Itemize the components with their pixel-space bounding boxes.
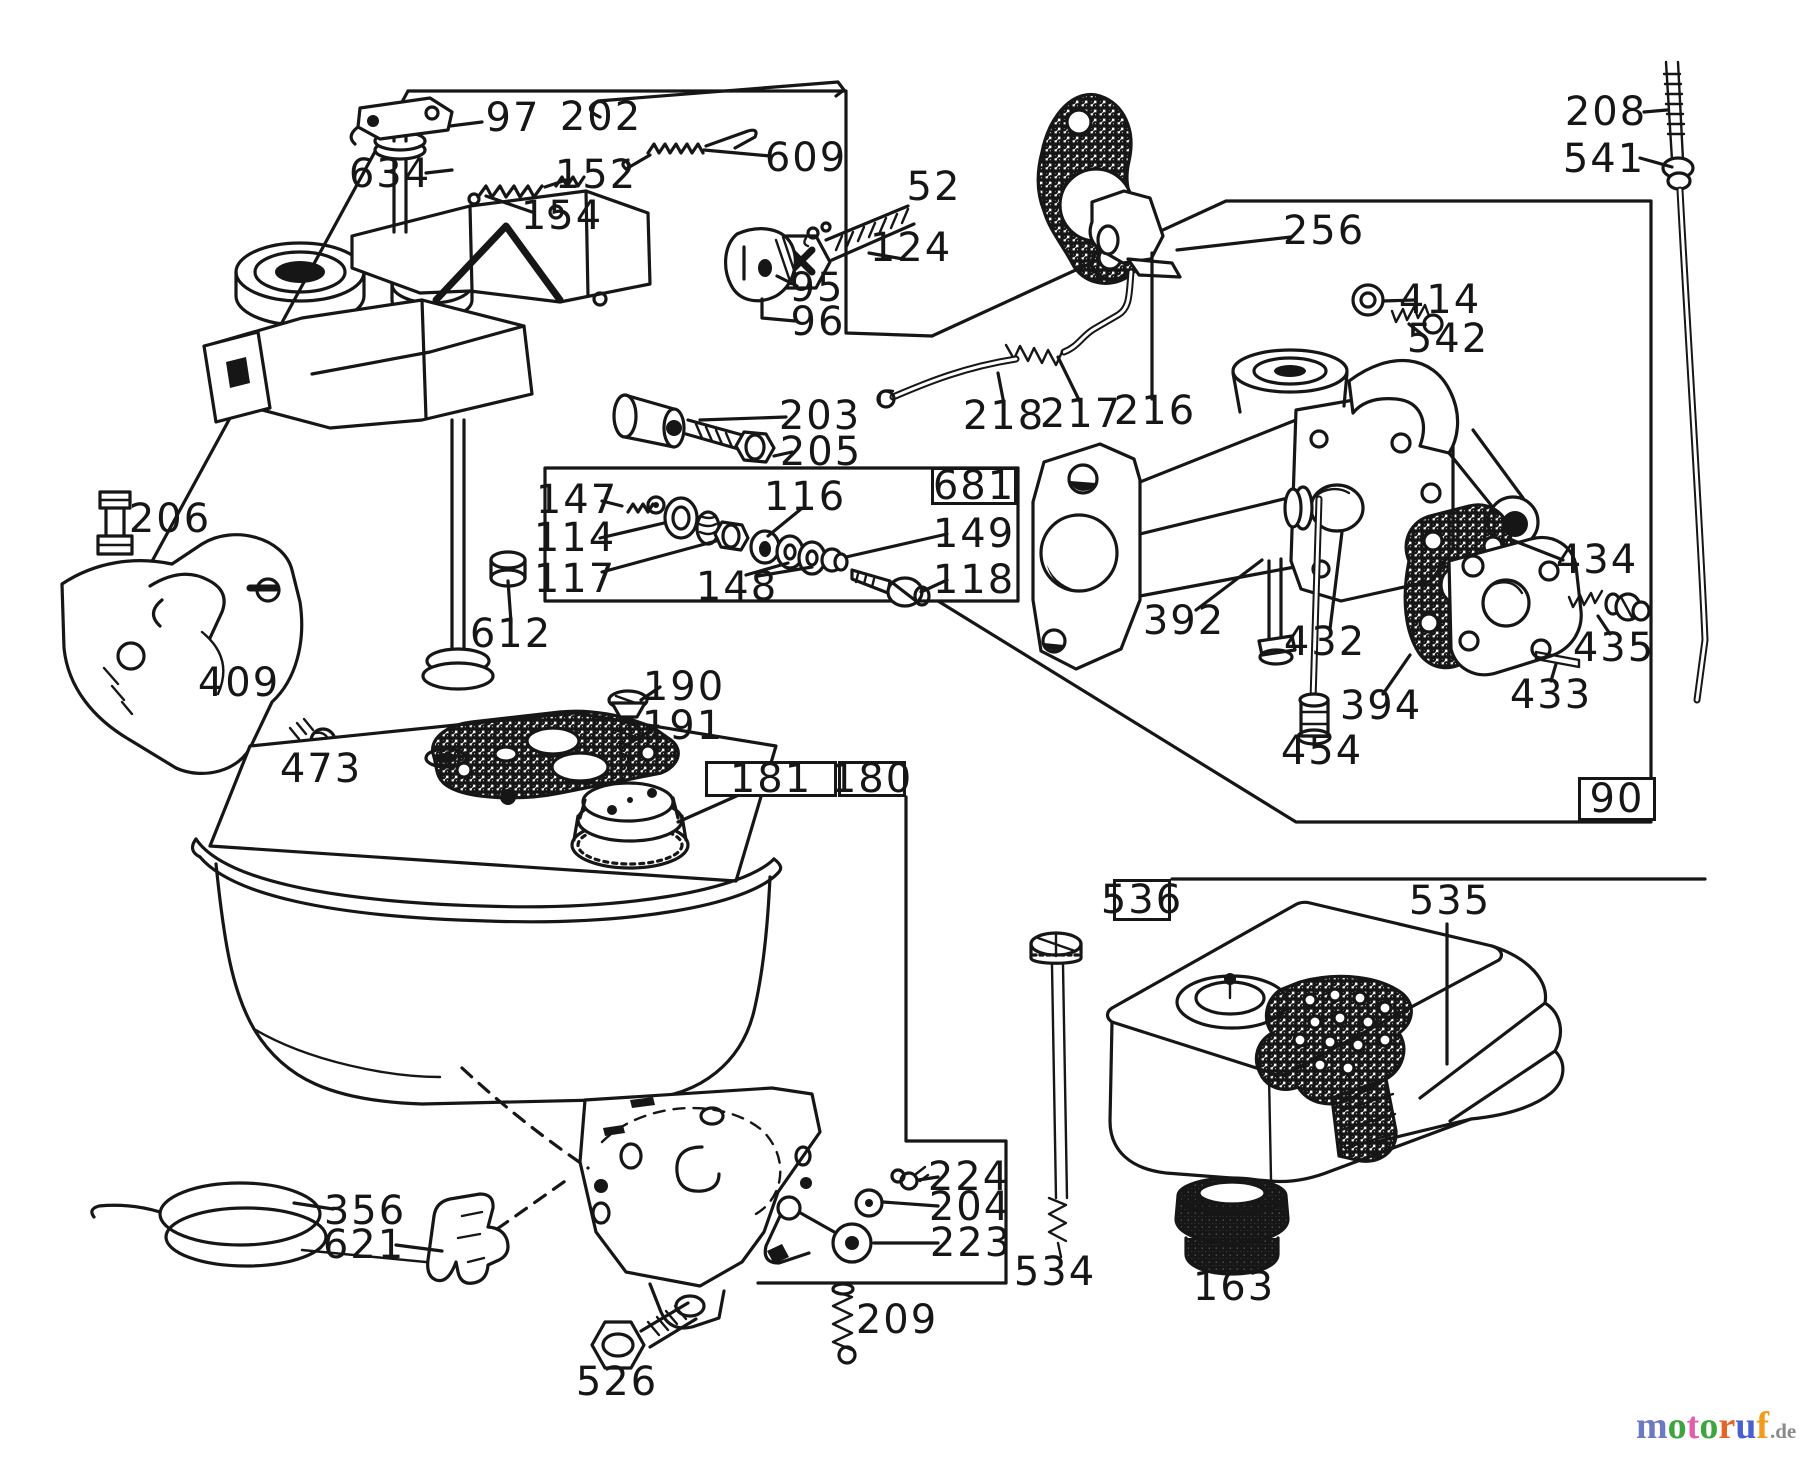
- spring-356-clip-621: [90, 1181, 510, 1285]
- part-label-526: 526: [575, 1359, 659, 1405]
- part-label-542: 542: [1406, 316, 1490, 362]
- part-label-224: 224: [927, 1154, 1011, 1200]
- part-label-435: 435: [1572, 625, 1656, 671]
- part-label-209: 209: [855, 1297, 939, 1343]
- part-label-434: 434: [1555, 537, 1639, 583]
- watermark-letter: o: [1667, 1405, 1687, 1447]
- part-label-473: 473: [279, 746, 363, 792]
- mixture-parts-681: [626, 495, 931, 608]
- part-label-154: 154: [520, 193, 604, 239]
- part-label-116: 116: [763, 474, 847, 520]
- throttle-rod-208: [1661, 60, 1709, 704]
- part-label-52: 52: [906, 164, 962, 210]
- part-label-148: 148: [695, 564, 779, 610]
- part-label-256: 256: [1282, 208, 1366, 254]
- part-label-534: 534: [1013, 1249, 1097, 1295]
- fuel-tank: [190, 689, 783, 1106]
- part-label-152: 152: [554, 152, 638, 198]
- part-label-180: 180: [830, 756, 914, 802]
- part-label-124: 124: [869, 225, 953, 271]
- part-label-147: 147: [535, 477, 619, 523]
- part-label-95: 95: [789, 265, 845, 311]
- watermark-letter: f: [1756, 1405, 1769, 1447]
- part-label-433: 433: [1509, 672, 1593, 718]
- part-label-432: 432: [1283, 619, 1367, 665]
- bracket-409-group: [60, 490, 337, 775]
- part-label-356: 356: [323, 1188, 407, 1234]
- part-label-204: 204: [928, 1184, 1012, 1230]
- watermark-letter: m: [1636, 1405, 1668, 1447]
- part-label-609: 609: [764, 135, 848, 181]
- watermark-suffix: .de: [1769, 1419, 1797, 1443]
- part-label-206: 206: [128, 496, 212, 542]
- part-label-223: 223: [929, 1220, 1013, 1266]
- part-label-205: 205: [779, 429, 863, 475]
- part-label-536: 536: [1100, 877, 1184, 923]
- dashed-guides: [460, 1066, 590, 1231]
- part-label-634: 634: [348, 151, 432, 197]
- watermark-letter: r: [1718, 1405, 1736, 1447]
- part-label-217: 217: [1039, 391, 1123, 437]
- part-label-612: 612: [469, 611, 553, 657]
- watermark-text: motoruf: [1636, 1404, 1769, 1448]
- part-label-414: 414: [1398, 277, 1482, 323]
- part-label-621: 621: [322, 1222, 406, 1268]
- part-label-409: 409: [197, 660, 281, 706]
- part-label-394: 394: [1339, 683, 1423, 729]
- carburetor-left: [202, 80, 846, 691]
- part-label-149: 149: [932, 511, 1016, 557]
- part-label-181: 181: [705, 759, 837, 799]
- part-label-118: 118: [932, 557, 1016, 603]
- part-label-114: 114: [533, 515, 617, 561]
- part-label-392: 392: [1142, 598, 1226, 644]
- part-label-535: 535: [1408, 878, 1492, 924]
- part-label-90: 90: [1578, 777, 1656, 821]
- watermark-letter: o: [1699, 1405, 1719, 1447]
- control-bracket: [578, 1086, 930, 1370]
- carburetor-right: [1031, 348, 1651, 746]
- part-label-190: 190: [642, 664, 726, 710]
- part-label-117: 117: [533, 556, 617, 602]
- leader-lines: [292, 108, 1674, 1253]
- part-label-216: 216: [1113, 388, 1197, 434]
- part-label-454: 454: [1280, 728, 1364, 774]
- part-label-97: 97: [485, 95, 541, 141]
- choke-plate-95-96: [724, 221, 832, 303]
- throttle-linkage: [876, 189, 1444, 409]
- part-label-541: 541: [1562, 136, 1646, 182]
- part-label-681: 681: [931, 463, 1017, 509]
- part-label-203: 203: [778, 393, 862, 439]
- part-label-218: 218: [962, 393, 1046, 439]
- part-label-208: 208: [1564, 89, 1648, 135]
- watermark-letter: t: [1686, 1405, 1700, 1447]
- part-label-191: 191: [641, 703, 725, 749]
- part-label-202: 202: [559, 94, 643, 140]
- air-cleaner: [1029, 900, 1565, 1276]
- part-label-96: 96: [790, 299, 846, 345]
- motoruf-watermark: motoruf.de: [1636, 1404, 1800, 1456]
- watermark-letter: u: [1735, 1405, 1757, 1447]
- part-label-163: 163: [1192, 1264, 1276, 1310]
